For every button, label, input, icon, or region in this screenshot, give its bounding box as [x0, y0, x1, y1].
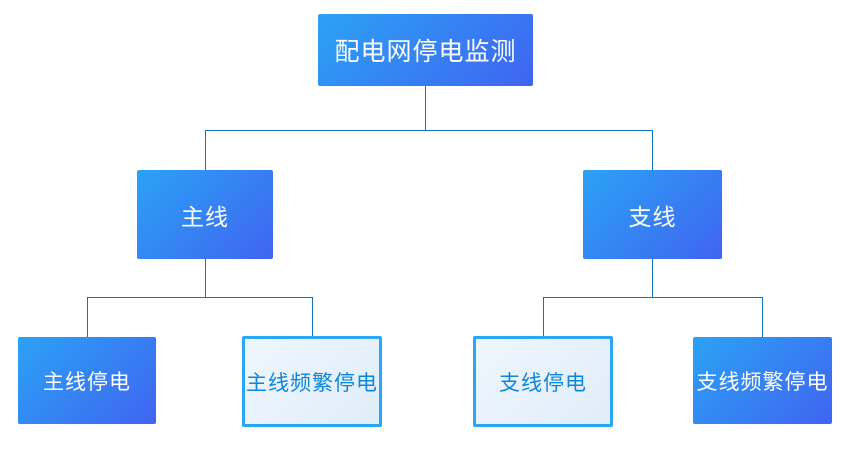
connector-branch-horizontal: [543, 297, 763, 298]
connector-main-line-stem: [205, 259, 206, 297]
connector-to-main-outage: [87, 297, 88, 337]
connector-level1-horizontal: [205, 130, 653, 131]
node-main-line-frequent-outage-label: 主线频繁停电: [246, 371, 378, 395]
node-branch-line-outage-label: 支线停电: [499, 371, 587, 395]
node-branch-line-outage[interactable]: 支线停电: [473, 336, 613, 427]
connector-to-branch-line: [652, 130, 653, 170]
node-main-line[interactable]: 主线: [137, 170, 273, 259]
node-root[interactable]: 配电网停电监测: [318, 14, 533, 86]
connector-to-main-frequent: [312, 297, 313, 336]
node-main-line-outage[interactable]: 主线停电: [18, 337, 156, 424]
node-main-line-frequent-outage[interactable]: 主线频繁停电: [242, 336, 382, 427]
node-branch-line-label: 支线: [628, 203, 677, 230]
node-main-line-label: 主线: [181, 203, 229, 230]
connector-branch-line-stem: [652, 259, 653, 297]
connector-to-main-line: [205, 130, 206, 170]
connector-to-branch-outage: [543, 297, 544, 336]
node-root-label: 配电网停电监测: [334, 38, 517, 66]
connector-main-horizontal: [87, 297, 313, 298]
connector-to-branch-frequent: [762, 297, 763, 337]
connector-root-stem: [425, 86, 426, 130]
node-branch-line[interactable]: 支线: [583, 170, 722, 259]
node-main-line-outage-label: 主线停电: [43, 370, 131, 394]
node-branch-line-frequent-outage[interactable]: 支线频繁停电: [693, 337, 832, 424]
node-branch-line-frequent-outage-label: 支线频繁停电: [696, 370, 829, 394]
